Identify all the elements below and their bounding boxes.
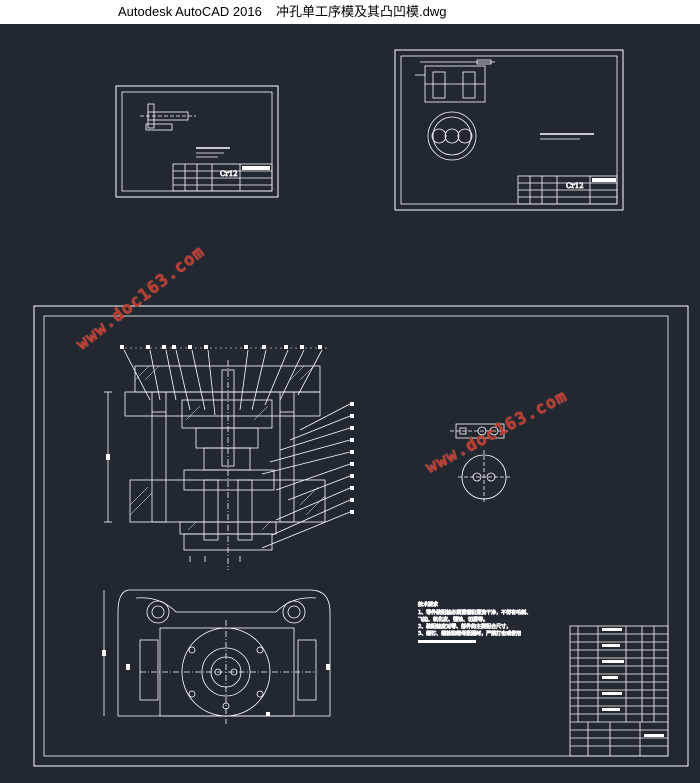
sheet1-material: Cr12 xyxy=(220,170,238,178)
sheet-punch[interactable]: Cr12 xyxy=(115,85,279,198)
sheet1-title-block xyxy=(172,163,273,192)
sheet1-notes xyxy=(196,147,230,158)
tech-notes-title: 技术要求 xyxy=(418,601,438,608)
drawing-canvas[interactable]: Cr12 xyxy=(0,24,700,778)
assembly-front-section xyxy=(104,360,326,570)
tech-note-3: 2、装配前应对零、部件的主要配合尺寸， xyxy=(418,623,511,630)
sheet2-title-block xyxy=(517,175,618,205)
punch-die-plan xyxy=(427,111,477,161)
tech-note-1: 1、零件装配前必须清理和清洗干净，不得有毛刺、 xyxy=(418,609,531,616)
right-leader-markers xyxy=(261,402,354,549)
tech-note-2: 飞边、氧化皮、锈蚀、切屑等。 xyxy=(418,616,488,623)
sheet-punch-die[interactable]: Cr12 xyxy=(394,49,624,211)
tech-requirements: 技术要求 1、零件装配前必须清理和清洗干净，不得有毛刺、 飞边、氧化皮、锈蚀、切… xyxy=(418,601,532,643)
tech-note-4: 3、螺钉、螺栓和螺母紧固时，严禁打击或使用 xyxy=(418,630,521,637)
parts-list-table xyxy=(569,625,669,757)
sheet-assembly[interactable]: 技术要求 1、零件装配前必须清理和清洗干净，不得有毛刺、 飞边、氧化皮、锈蚀、切… xyxy=(33,305,689,767)
app-name: Autodesk AutoCAD 2016 xyxy=(118,4,262,19)
sheet2-notes xyxy=(540,133,594,140)
top-leader-markers xyxy=(120,345,330,416)
file-name: 冲孔单工序模及其凸凹模.dwg xyxy=(276,4,447,19)
punch-die-section xyxy=(415,59,495,103)
title-bar: Autodesk AutoCAD 2016 冲孔单工序模及其凸凹模.dwg xyxy=(0,0,700,24)
punch-part-view xyxy=(140,103,196,131)
workpiece-views xyxy=(450,423,510,504)
sheet2-material: Cr12 xyxy=(566,182,584,190)
assembly-plan-view xyxy=(102,589,331,724)
